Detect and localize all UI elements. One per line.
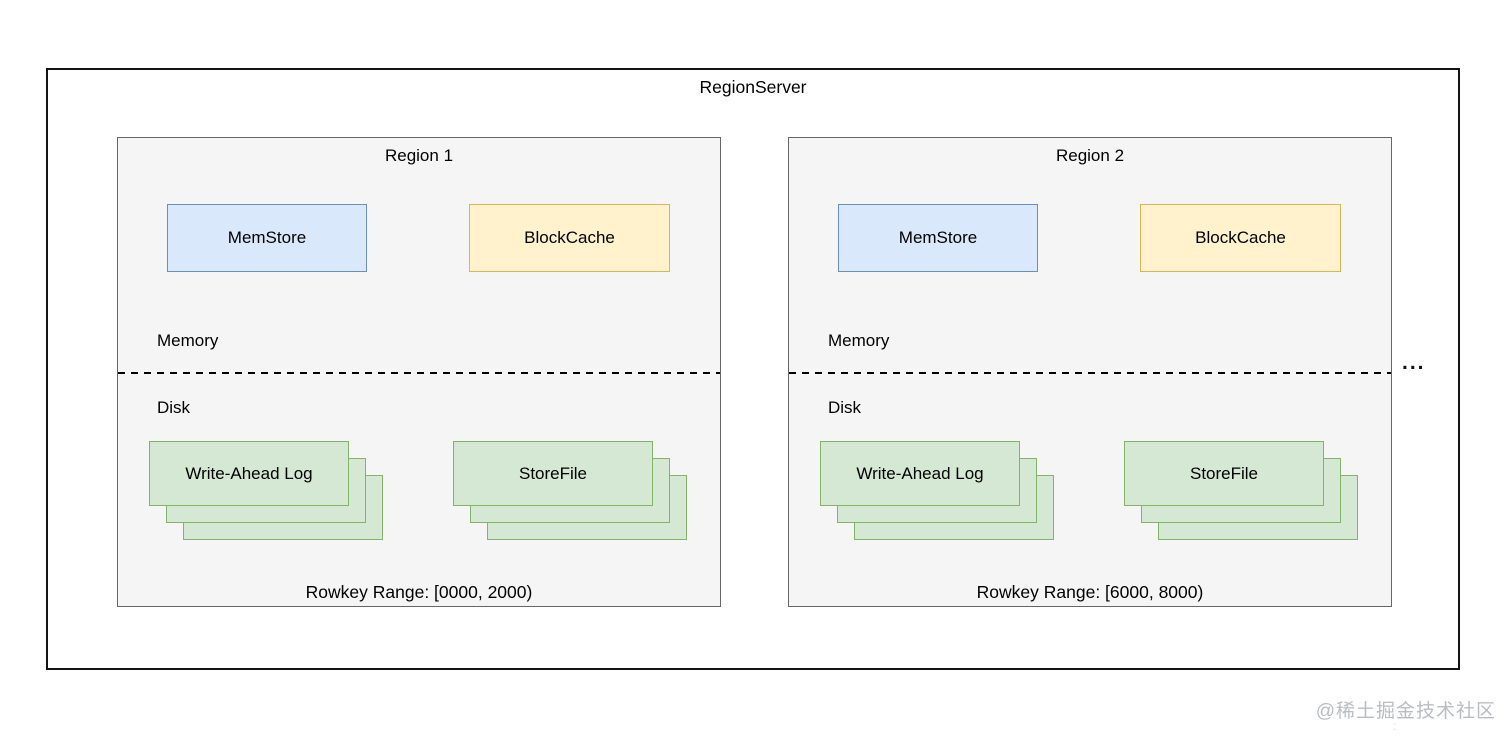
- watermark-text: @稀土掘金技术社区: [1315, 701, 1496, 722]
- region-2-storefile-stack: StoreFile: [1124, 441, 1358, 540]
- region-2-memory-label: Memory: [828, 331, 890, 350]
- watermark-mark: :: [1393, 719, 1397, 733]
- region-1-rowkey-range: Rowkey Range: [0000, 2000): [305, 582, 533, 602]
- region-2-wal-box: Write-Ahead Log: [820, 441, 1020, 506]
- regionserver-box: RegionServer Region 1 MemStore BlockCach…: [46, 68, 1460, 670]
- region-1-storefile-box: StoreFile: [453, 441, 653, 506]
- region-1-memory-label: Memory: [157, 331, 219, 350]
- region-1-wal-stack: Write-Ahead Log: [149, 441, 383, 540]
- region-1-disk-label: Disk: [157, 398, 191, 417]
- region-2-wal-stack: Write-Ahead Log: [820, 441, 1054, 540]
- region-2-disk-label: Disk: [828, 398, 862, 417]
- region-2-memory-disk-divider: [789, 372, 1391, 374]
- region-2-memstore-box: MemStore: [838, 204, 1038, 272]
- region-2-title: Region 2: [1055, 146, 1125, 165]
- more-regions-ellipsis: ...: [1402, 351, 1426, 374]
- regionserver-title: RegionServer: [699, 77, 807, 97]
- region-2-storefile-box: StoreFile: [1124, 441, 1324, 506]
- region-2-box: Region 2 MemStore BlockCache Memory Disk…: [788, 137, 1392, 607]
- region-1-memstore-box: MemStore: [167, 204, 367, 272]
- region-1-title: Region 1: [384, 146, 454, 165]
- region-1-storefile-stack: StoreFile: [453, 441, 687, 540]
- region-2-blockcache-box: BlockCache: [1140, 204, 1341, 272]
- region-2-rowkey-range: Rowkey Range: [6000, 8000): [976, 582, 1204, 602]
- region-1-memory-disk-divider: [118, 372, 720, 374]
- region-1-box: Region 1 MemStore BlockCache Memory Disk…: [117, 137, 721, 607]
- region-1-wal-box: Write-Ahead Log: [149, 441, 349, 506]
- region-1-blockcache-box: BlockCache: [469, 204, 670, 272]
